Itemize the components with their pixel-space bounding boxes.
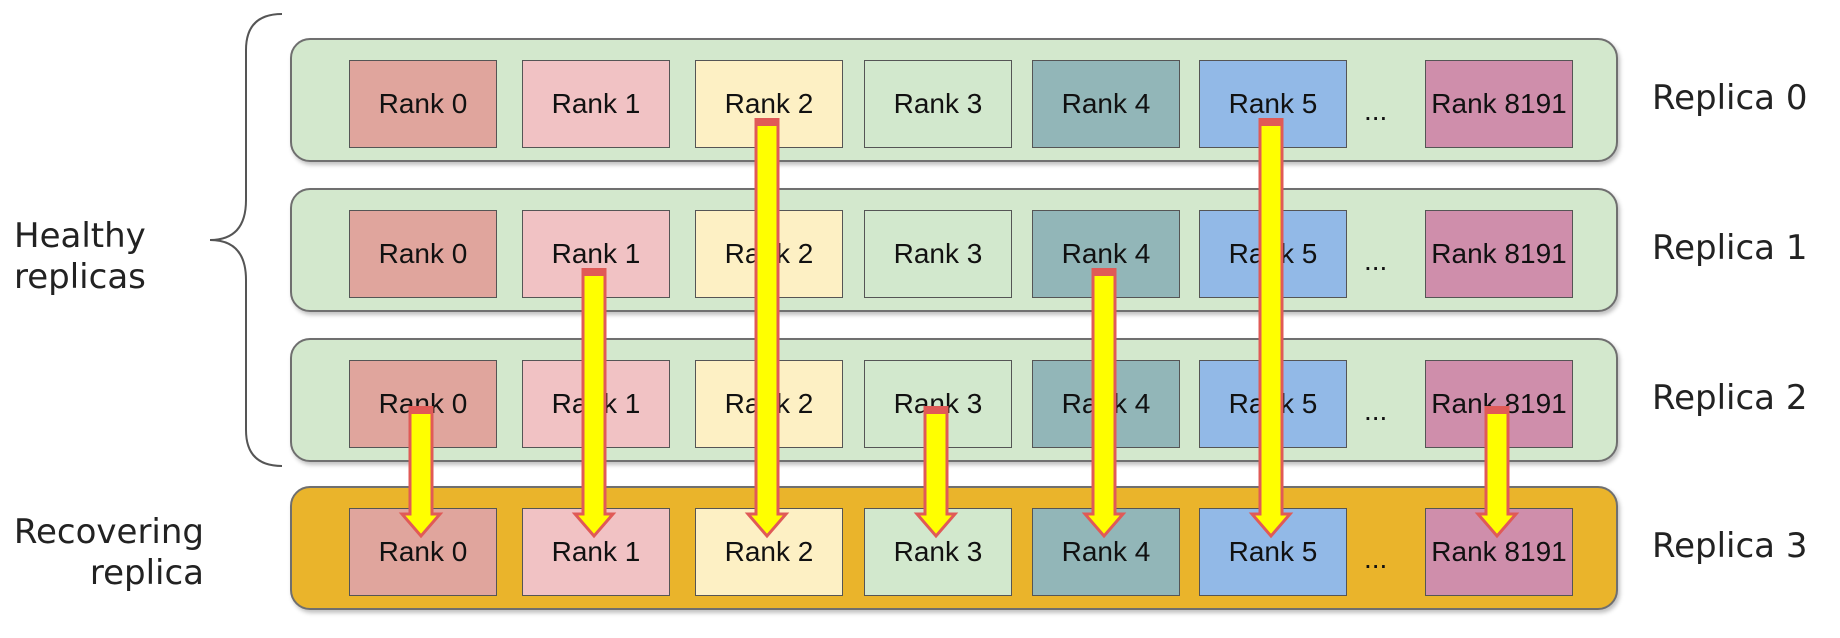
rank-cell: Rank 2 xyxy=(695,60,843,148)
rank-cell: Rank 5 xyxy=(1199,60,1347,148)
healthy-replicas-label: Healthy replicas xyxy=(14,216,146,298)
rank-cell: Rank 2 xyxy=(695,360,843,448)
rank-cell: Rank 5 xyxy=(1199,210,1347,298)
recovering-replica-label: Recovering replica xyxy=(6,512,204,594)
rank-cell: Rank 3 xyxy=(864,60,1012,148)
healthy-label-line-2: replicas xyxy=(14,257,146,297)
rank-cell: Rank 3 xyxy=(864,508,1012,596)
rank-cell: Rank 0 xyxy=(349,60,497,148)
rank-cell: Rank 4 xyxy=(1032,210,1180,298)
rank-cell: Rank 4 xyxy=(1032,360,1180,448)
replica-label: Replica 1 xyxy=(1652,228,1808,268)
rank-cell: Rank 0 xyxy=(349,360,497,448)
rank-cell: Rank 8191 xyxy=(1425,60,1573,148)
rank-cell: Rank 3 xyxy=(864,360,1012,448)
transfer-arrow xyxy=(1248,120,1294,539)
rank-cell: Rank 1 xyxy=(522,60,670,148)
rank-cell: Rank 8191 xyxy=(1425,360,1573,448)
rank-cell: Rank 5 xyxy=(1199,360,1347,448)
replica-label: Replica 3 xyxy=(1652,526,1808,566)
rank-cell: Rank 2 xyxy=(695,210,843,298)
recovering-label-line-2: replica xyxy=(89,553,204,593)
rank-cell: Rank 4 xyxy=(1032,60,1180,148)
rank-cell: Rank 3 xyxy=(864,210,1012,298)
rank-cell: Rank 1 xyxy=(522,210,670,298)
recovering-label-line-1: Recovering xyxy=(13,512,204,552)
transfer-arrow xyxy=(744,120,790,539)
rank-cell: Rank 2 xyxy=(695,508,843,596)
rank-ellipsis: ... xyxy=(1364,543,1388,574)
replica-label: Replica 0 xyxy=(1652,78,1808,118)
rank-cell: Rank 1 xyxy=(522,508,670,596)
healthy-label-line-1: Healthy xyxy=(14,216,146,256)
rank-cell: Rank 4 xyxy=(1032,508,1180,596)
rank-cell: Rank 5 xyxy=(1199,508,1347,596)
rank-cell: Rank 8191 xyxy=(1425,210,1573,298)
rank-ellipsis: ... xyxy=(1364,245,1388,276)
rank-ellipsis: ... xyxy=(1364,395,1388,426)
rank-cell: Rank 1 xyxy=(522,360,670,448)
rank-cell: Rank 8191 xyxy=(1425,508,1573,596)
rank-cell: Rank 0 xyxy=(349,210,497,298)
replica-label: Replica 2 xyxy=(1652,378,1808,418)
rank-cell: Rank 0 xyxy=(349,508,497,596)
rank-ellipsis: ... xyxy=(1364,95,1388,126)
